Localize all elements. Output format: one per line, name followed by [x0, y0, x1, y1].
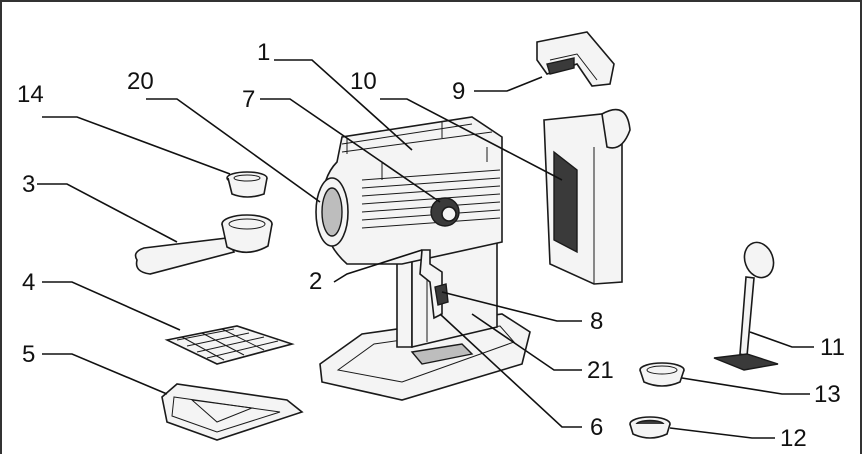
leader-1 [274, 59, 413, 151]
leader-4 [42, 281, 181, 331]
label-7: 7 [242, 86, 255, 113]
leader-3 [37, 183, 178, 243]
portafilter [134, 214, 273, 275]
steam-wand [419, 249, 449, 320]
water-tank [543, 108, 631, 285]
leader-6 [439, 313, 582, 428]
label-12: 12 [780, 425, 807, 452]
tamper-spoon [713, 241, 779, 371]
leader-9 [474, 76, 543, 92]
drip-tray-base [161, 383, 304, 441]
leader-12 [669, 427, 775, 439]
label-8: 8 [590, 308, 603, 335]
label-20: 20 [127, 68, 154, 95]
label-14: 14 [17, 81, 44, 108]
leader-lines [37, 59, 814, 439]
callout-numbers: 1 2 3 4 5 6 7 8 9 10 11 12 13 14 20 21 [17, 39, 845, 452]
filter-13 [639, 362, 685, 387]
label-2: 2 [309, 268, 322, 295]
label-10: 10 [350, 68, 377, 95]
machine-base [319, 313, 531, 401]
leader-7 [260, 98, 441, 203]
leader-20 [146, 98, 321, 203]
label-5: 5 [22, 341, 35, 368]
leader-14 [42, 116, 231, 175]
label-13: 13 [814, 381, 841, 408]
label-21: 21 [587, 357, 614, 384]
label-6: 6 [590, 414, 603, 441]
tank-lid [536, 31, 615, 87]
label-4: 4 [22, 269, 35, 296]
leader-5 [42, 353, 168, 395]
filter-basket-14 [226, 171, 268, 198]
filter-12 [629, 416, 671, 439]
leader-2 [333, 249, 423, 283]
leader-10 [380, 98, 563, 181]
label-1: 1 [257, 39, 270, 66]
label-3: 3 [22, 171, 35, 198]
leader-21 [471, 313, 582, 371]
drip-tray-grid [164, 325, 295, 365]
leader-8 [441, 291, 582, 322]
label-11: 11 [820, 334, 845, 361]
leader-13 [681, 377, 810, 395]
label-9: 9 [452, 78, 465, 105]
machine-head [315, 116, 503, 265]
leader-11 [749, 331, 814, 348]
